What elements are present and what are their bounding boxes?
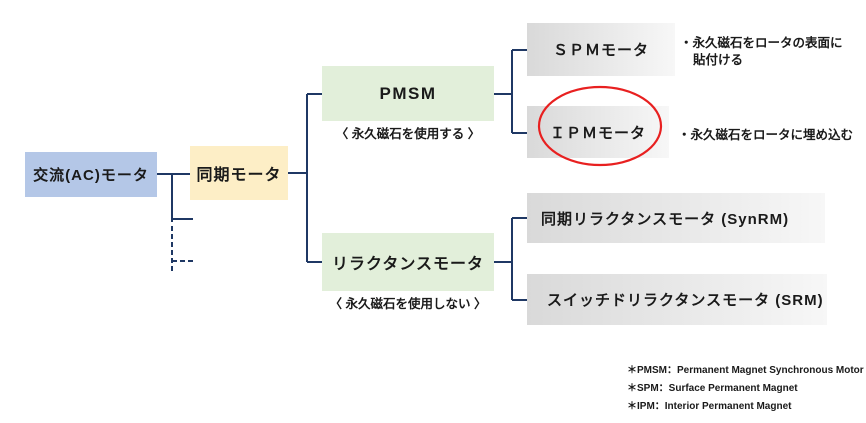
footnote-ipm: ＊IPM：Interior Permanent Magnet <box>627 401 792 412</box>
node-ac-motor: 交流(AC)モータ <box>25 152 157 197</box>
footnote-pmsm: ＊PMSM：Permanent Magnet Synchronous Motor <box>627 365 864 376</box>
node-srm-motor: スイッチドリラクタンスモータ (SRM) <box>527 274 827 325</box>
annotation-spm: ・永久磁石をロータの表面に 貼付ける <box>680 35 843 69</box>
note-reluctance-no-magnet: 〈 永久磁石を使用しない 〉 <box>329 297 487 311</box>
annotation-ipm: ・永久磁石をロータに埋め込む <box>678 128 854 142</box>
footnote-spm: ＊SPM：Surface Permanent Magnet <box>627 383 798 394</box>
node-pmsm: PMSM <box>322 66 494 121</box>
annotation-spm-line2: 貼付ける <box>693 53 744 67</box>
node-synrm-motor: 同期リラクタンスモータ (SynRM) <box>527 193 825 243</box>
node-synchronous-motor: 同期モータ <box>190 146 288 200</box>
annotation-spm-line1: ・永久磁石をロータの表面に <box>680 36 843 50</box>
node-spm-motor: ＳＰＭモータ <box>527 23 675 76</box>
footnotes: ＊PMSM：Permanent Magnet Synchronous Motor… <box>627 362 864 416</box>
node-reluctance-motor: リラクタンスモータ <box>322 233 494 291</box>
node-ipm-motor: ＩＰＭモータ <box>527 106 669 158</box>
note-pmsm-uses-magnet: 〈 永久磁石を使用する 〉 <box>335 127 481 141</box>
